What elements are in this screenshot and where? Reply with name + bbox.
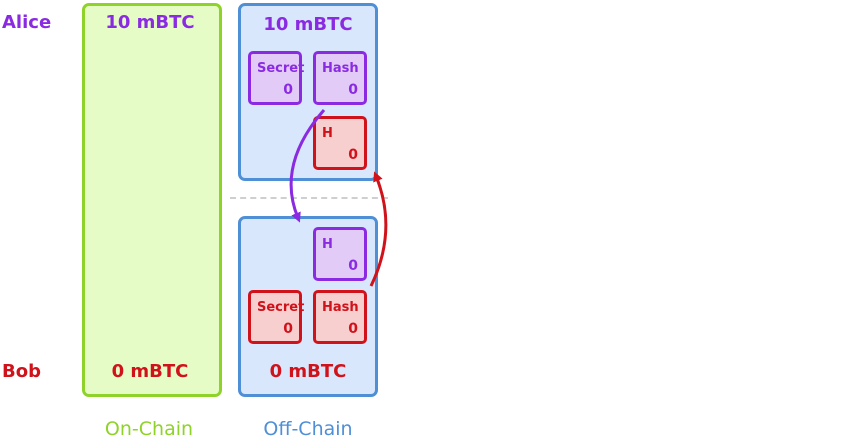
bob-hash-token: Hash 0 xyxy=(313,290,367,344)
alice-label: Alice xyxy=(2,12,52,33)
alice-secret-token: Secret 0 xyxy=(248,51,305,105)
onchain-label: On-Chain xyxy=(104,418,194,440)
party-divider xyxy=(230,197,388,199)
alice-to-bob-hash-arrow xyxy=(289,109,326,223)
offchain-alice-amount: 10 mBTC xyxy=(263,14,353,35)
token-label: Hash xyxy=(322,61,359,76)
alice-received-hash-token: H 0 xyxy=(313,116,367,170)
onchain-bob-amount: 0 mBTC xyxy=(111,361,189,382)
token-value: 0 xyxy=(348,82,358,98)
token-label: Hash xyxy=(322,300,359,315)
token-label: H xyxy=(322,126,333,141)
token-value: 0 xyxy=(348,258,358,274)
alice-hash-token: Hash 0 xyxy=(313,51,367,105)
bob-to-alice-hash-arrow xyxy=(369,171,388,287)
token-value: 0 xyxy=(348,147,358,163)
token-label: H xyxy=(322,237,333,252)
bob-secret-token: Secret 0 xyxy=(248,290,305,344)
bob-label: Bob xyxy=(2,361,41,382)
token-label: Secret xyxy=(257,61,305,76)
offchain-bob-amount: 0 mBTC xyxy=(269,361,347,382)
offchain-label: Off-Chain xyxy=(263,418,353,440)
onchain-box xyxy=(82,3,222,397)
token-value: 0 xyxy=(283,321,293,337)
token-value: 0 xyxy=(283,82,293,98)
onchain-alice-amount: 10 mBTC xyxy=(105,12,195,33)
bob-received-hash-token: H 0 xyxy=(313,227,367,281)
token-value: 0 xyxy=(348,321,358,337)
token-label: Secret xyxy=(257,300,305,315)
